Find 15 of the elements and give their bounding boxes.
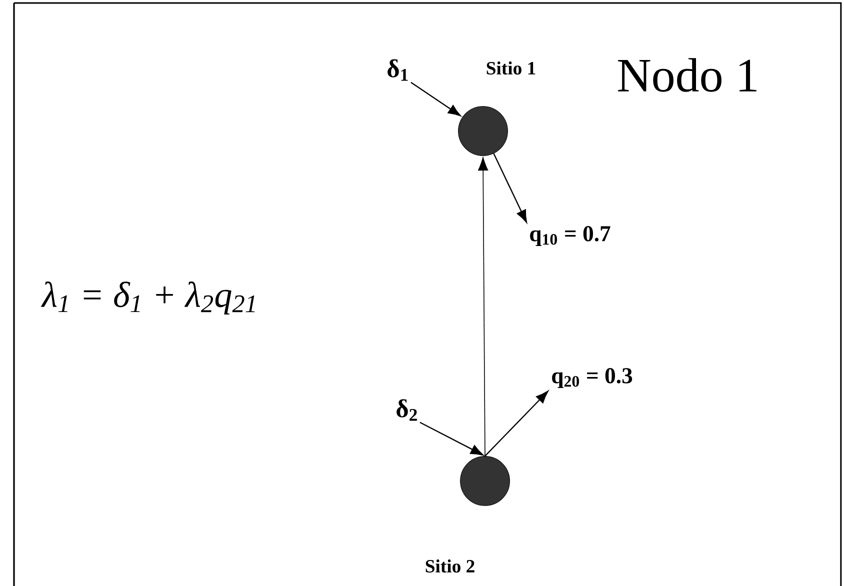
text-label: q$_{20}$ = 0.3 (552, 368, 632, 388)
text-label: δ$_{2}$ (396, 399, 417, 421)
arrow (493, 153, 528, 223)
sphere (460, 456, 510, 506)
arrow (410, 82, 461, 116)
text-label: δ$_{1}$ (388, 59, 408, 81)
arrow (420, 422, 484, 456)
arrow (484, 390, 548, 456)
site-label: Sitio 1 (486, 61, 536, 75)
site-label: Sitio 2 (426, 559, 474, 573)
equation: λ$_{1}$ = δ$_{1}$ + λ$_{2}$q$_{21}$ (41, 282, 255, 315)
title-text: Nodo 1 (618, 58, 756, 92)
sphere (458, 106, 508, 156)
arrow (478, 157, 488, 456)
text-label: q$_{10}$ = 0.7 (530, 226, 610, 246)
